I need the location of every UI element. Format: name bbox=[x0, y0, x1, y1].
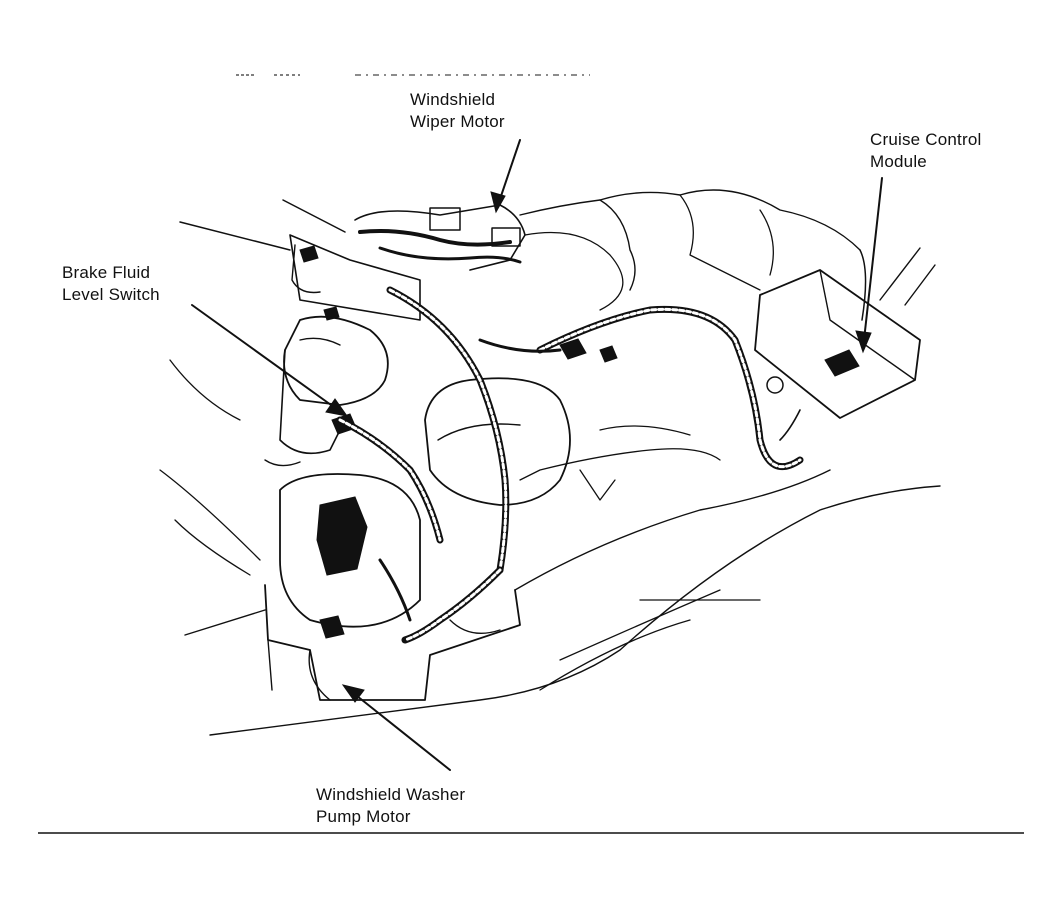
washer-pump-arrow bbox=[341, 684, 451, 771]
wiper-motor-label: Windshield Wiper Motor bbox=[410, 89, 505, 133]
cruise-module-box bbox=[754, 247, 936, 441]
wiper-motor-label-line1: Windshield bbox=[410, 90, 496, 109]
washer-pump-label-line2: Pump Motor bbox=[316, 807, 411, 826]
brake-switch-label-line1: Brake Fluid bbox=[62, 263, 151, 282]
leader-arrows bbox=[191, 139, 883, 771]
cruise-control-label-line1: Cruise Control bbox=[870, 130, 982, 149]
brake-switch-label-line2: Level Switch bbox=[62, 285, 160, 304]
wiper-motor-arrow bbox=[490, 139, 521, 214]
wiring-harness-main bbox=[336, 286, 804, 644]
cruise-control-label: Cruise Control Module bbox=[870, 129, 981, 173]
brake-reservoir bbox=[264, 315, 389, 467]
brake-switch-label: Brake Fluid Level Switch bbox=[62, 262, 160, 306]
washer-reservoir bbox=[264, 473, 521, 701]
washer-pump-label: Windshield Washer Pump Motor bbox=[316, 784, 465, 828]
washer-pump-label-line1: Windshield Washer bbox=[316, 785, 466, 804]
wiper-motor-label-line2: Wiper Motor bbox=[410, 112, 505, 131]
body-lines bbox=[159, 359, 941, 736]
brake-switch-arrow bbox=[191, 304, 349, 417]
firewall-outline bbox=[179, 189, 867, 321]
brake-booster bbox=[424, 377, 571, 506]
cruise-control-arrow bbox=[855, 177, 883, 354]
cruise-control-label-line2: Module bbox=[870, 152, 927, 171]
wiper-motor-assembly bbox=[289, 204, 624, 321]
